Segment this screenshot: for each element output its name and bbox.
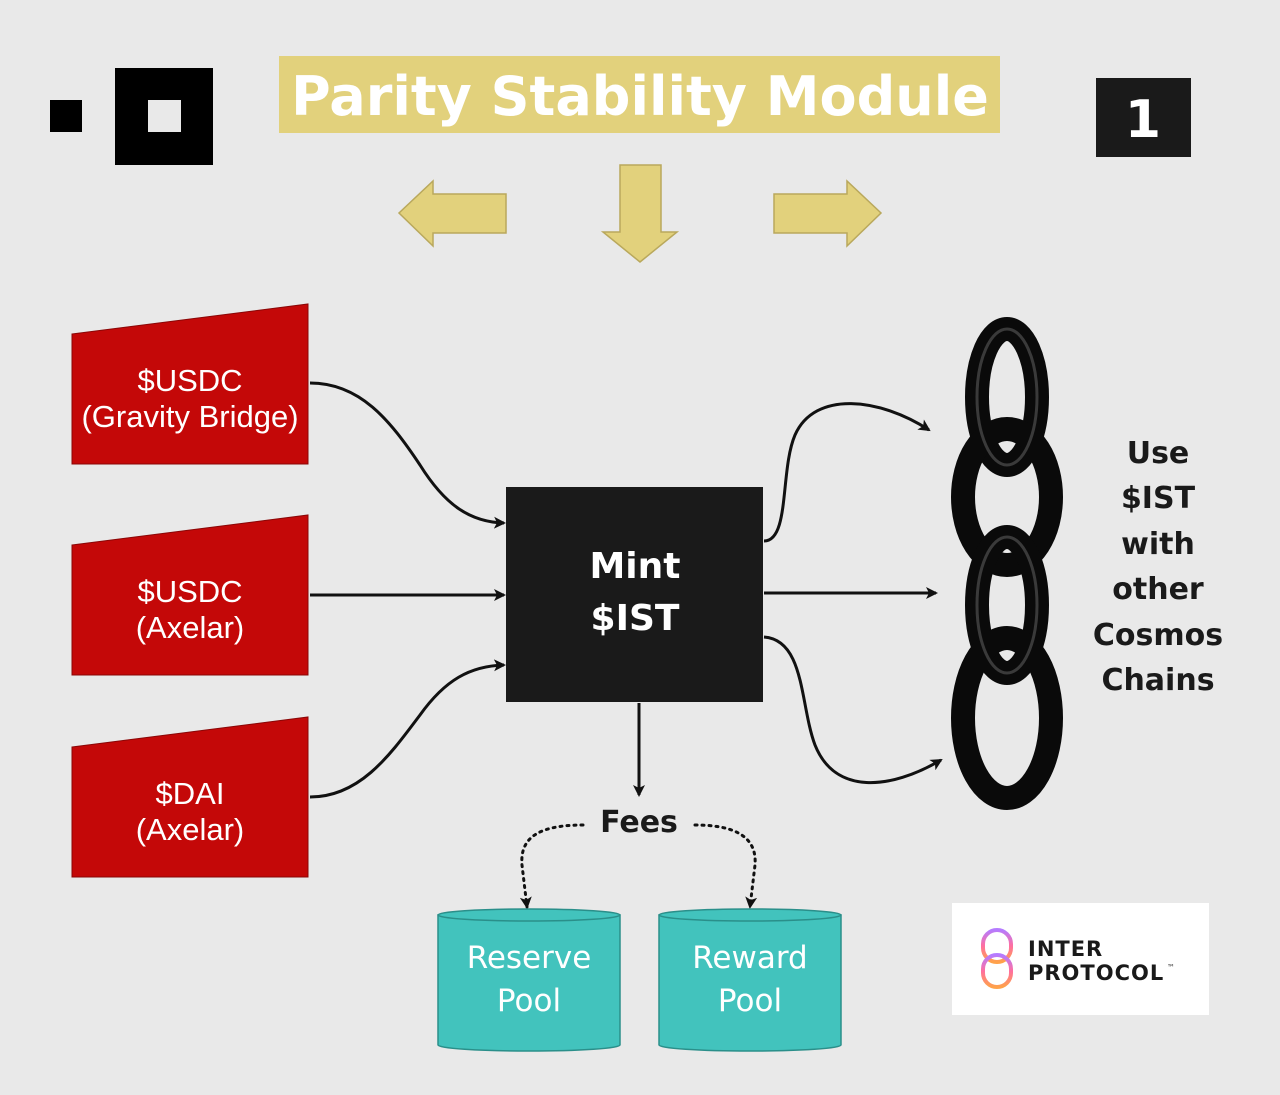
source-usdc-axelar: $USDC (Axelar): [71, 514, 309, 676]
source-sublabel: (Axelar): [136, 610, 245, 645]
arrow-right-icon: [773, 179, 883, 248]
caption-line: Cosmos: [1093, 618, 1223, 653]
source-dai-axelar: $DAI (Axelar): [71, 716, 309, 878]
caption-line: Chains: [1101, 663, 1214, 698]
page-title: Parity Stability Module: [291, 65, 989, 128]
step-badge: 1: [1096, 78, 1191, 157]
source-sublabel: (Gravity Bridge): [81, 399, 298, 434]
logo-line-1: INTER: [1028, 937, 1103, 961]
mint-box: Mint $IST: [506, 487, 763, 702]
caption-line: Use: [1127, 436, 1190, 471]
mint-label: Mint: [589, 546, 680, 587]
connector-mint-to-chain-top: [763, 402, 931, 543]
source-sublabel: (Axelar): [136, 812, 245, 847]
source-label: $DAI: [156, 776, 225, 811]
connector-dai-axelar: [309, 659, 506, 799]
brand-mark-icon: [50, 68, 213, 165]
connector-mint-to-chain-bottom: [763, 635, 943, 785]
caption-line: with: [1121, 527, 1195, 562]
dotted-connector-fees-reserve: [519, 823, 585, 909]
reward-pool-cylinder: Reward Pool: [658, 908, 842, 1052]
pool-label: Reward: [692, 940, 807, 976]
source-label: $USDC: [137, 574, 242, 609]
mint-token: $IST: [591, 598, 680, 639]
pool-label: Reserve: [467, 940, 592, 976]
caption-line: other: [1112, 572, 1204, 607]
source-usdc-gravity: $USDC (Gravity Bridge): [71, 303, 309, 465]
reserve-pool-cylinder: Reserve Pool: [437, 908, 621, 1052]
use-ist-caption: Use $IST with other Cosmos Chains: [1093, 436, 1223, 698]
dotted-connector-fees-reward: [693, 823, 758, 909]
link-logo-icon: [981, 928, 1013, 989]
logo-trademark: ™: [1167, 963, 1175, 972]
pool-sublabel: Pool: [718, 983, 782, 1019]
arrow-left-icon: [397, 179, 507, 248]
fees-label: Fees: [600, 805, 678, 840]
chain-link-icon: [951, 317, 1063, 810]
source-label: $USDC: [137, 363, 242, 398]
connector-usdc-gravity: [309, 381, 506, 529]
pool-sublabel: Pool: [497, 983, 561, 1019]
caption-line: $IST: [1121, 481, 1196, 516]
title-bar: Parity Stability Module: [279, 56, 1000, 133]
inter-protocol-logo: INTER PROTOCOL ™: [952, 903, 1209, 1015]
arrow-down-icon: [600, 164, 680, 263]
logo-line-2: PROTOCOL: [1028, 961, 1164, 985]
step-number: 1: [1125, 90, 1161, 150]
